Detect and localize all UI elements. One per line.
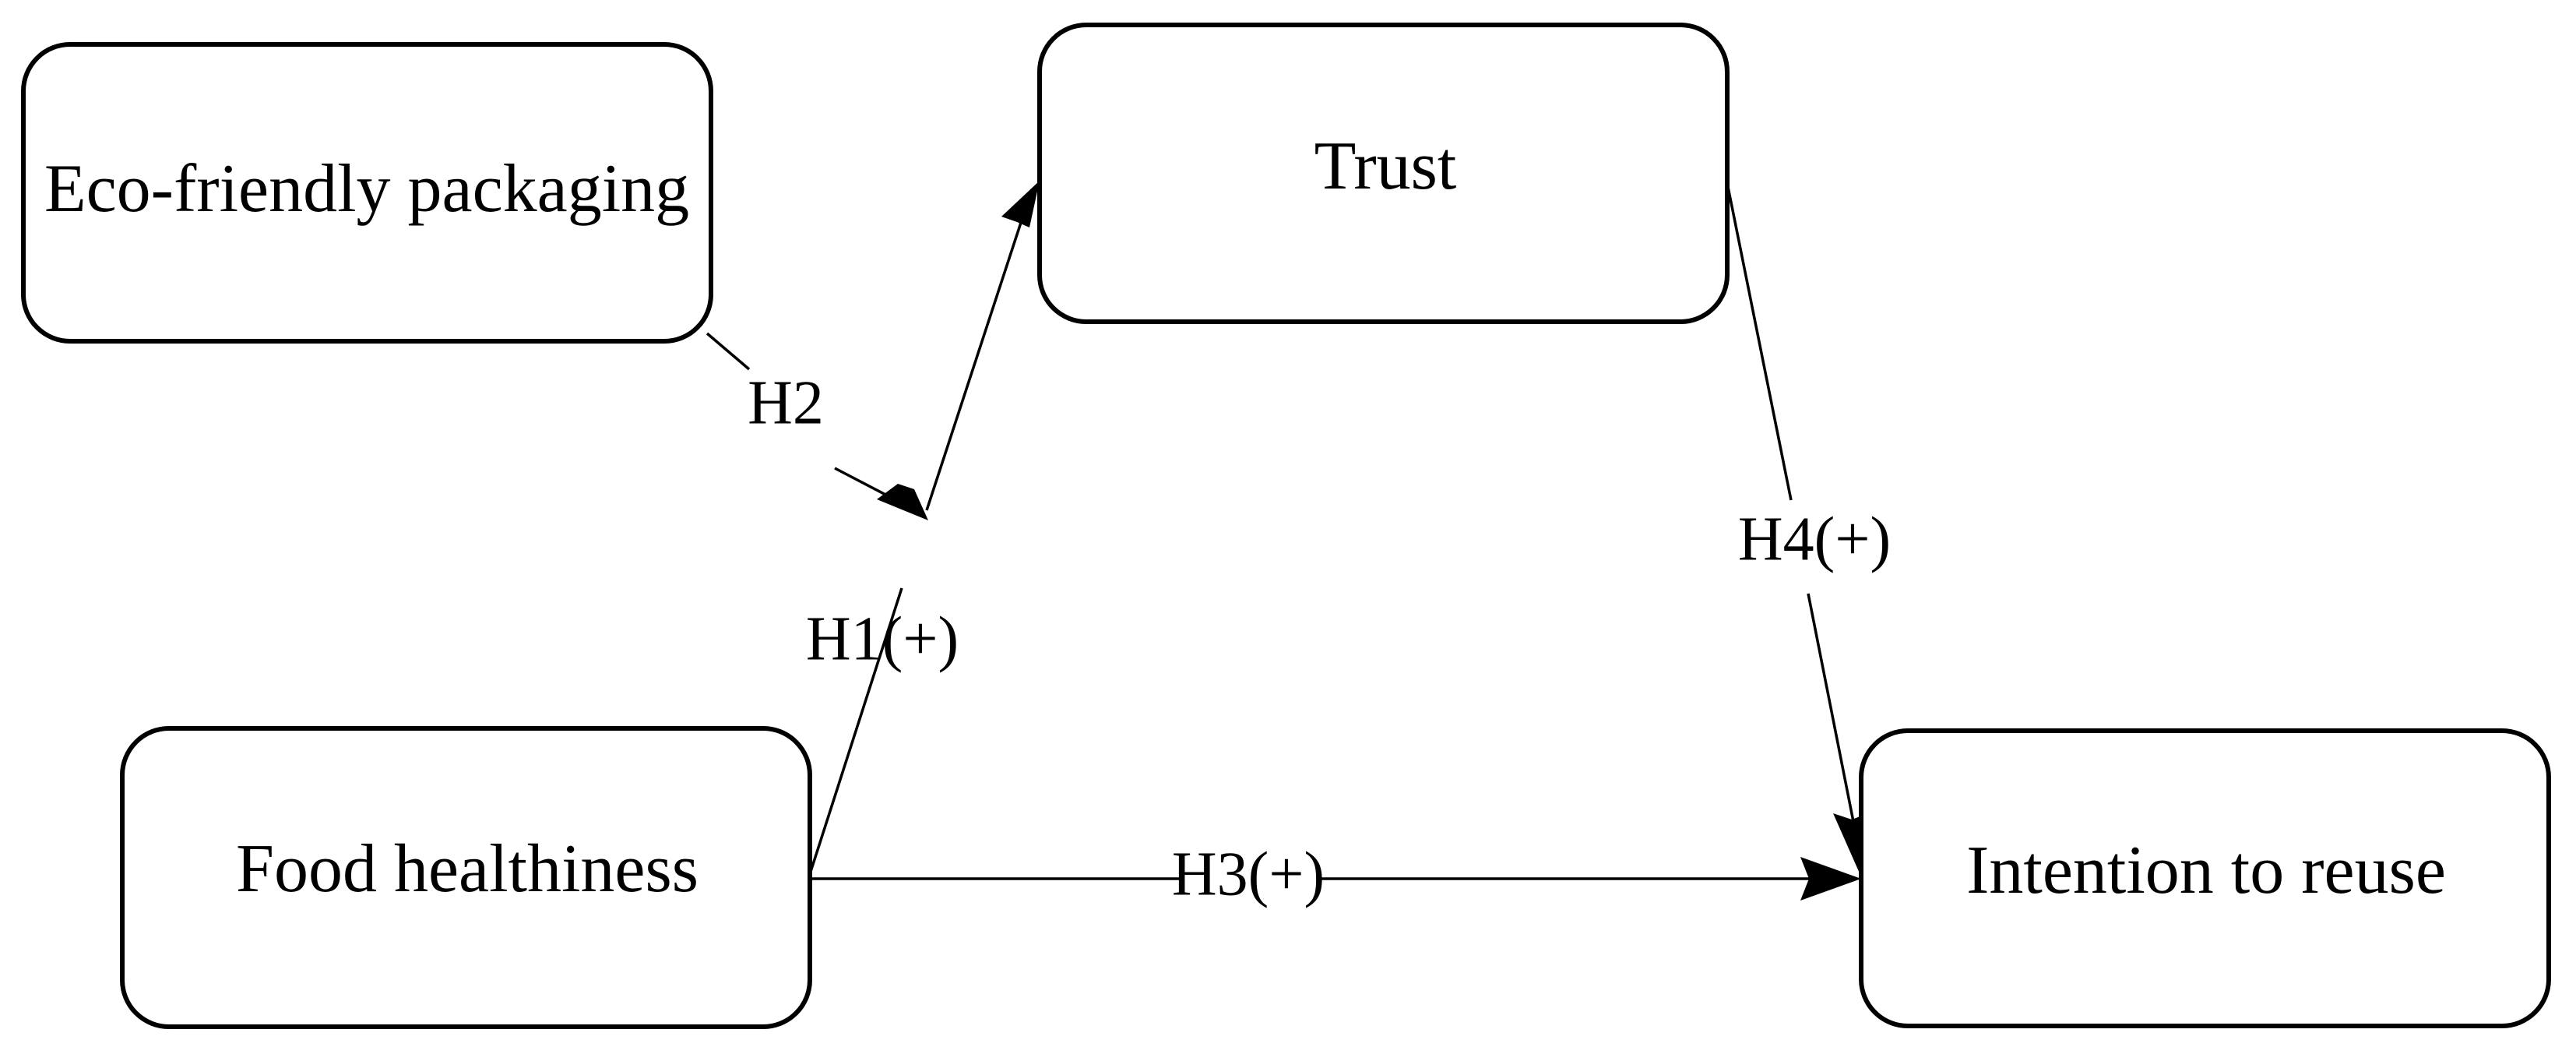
edge-h4-segment-upper (1726, 182, 1793, 501)
node-eco-friendly-packaging[interactable]: Eco-friendly packaging (21, 42, 713, 344)
edge-h3-arrowhead (1800, 857, 1861, 901)
node-food-healthiness-label: Food healthiness (236, 831, 699, 907)
edge-h4-segment-lower (1807, 593, 1861, 854)
node-intention-to-reuse[interactable]: Intention to reuse (1859, 728, 2551, 1028)
edge-h2-segment-from-box (706, 332, 751, 371)
edge-h1-segment-upper (925, 189, 1033, 511)
edge-h1[interactable] (808, 181, 1040, 875)
node-food-healthiness-box (120, 726, 812, 1029)
edge-label-h3: H3(+) (1172, 840, 1325, 908)
edge-h1-segment-lower (808, 587, 903, 875)
edge-label-h2: H2 (748, 368, 824, 437)
edge-h2[interactable] (706, 332, 909, 508)
node-eco-friendly-packaging-box (21, 42, 713, 344)
node-food-healthiness[interactable]: Food healthiness (120, 726, 812, 1029)
node-eco-friendly-packaging-label: Eco-friendly packaging (44, 151, 689, 227)
edge-label-h4: H4(+) (1738, 505, 1891, 573)
node-intention-to-reuse-label: Intention to reuse (1966, 833, 2446, 908)
node-trust[interactable]: Trust (1037, 23, 1730, 324)
edge-label-h1: H1(+) (806, 605, 959, 673)
node-intention-to-reuse-box (1859, 728, 2551, 1028)
node-trust-label: Trust (1314, 129, 1457, 204)
edge-h3[interactable] (810, 857, 1861, 901)
node-trust-box (1037, 23, 1730, 324)
edge-h2-segment-to-h1 (834, 467, 909, 508)
edge-h1-arrowhead-trust (1001, 181, 1040, 227)
